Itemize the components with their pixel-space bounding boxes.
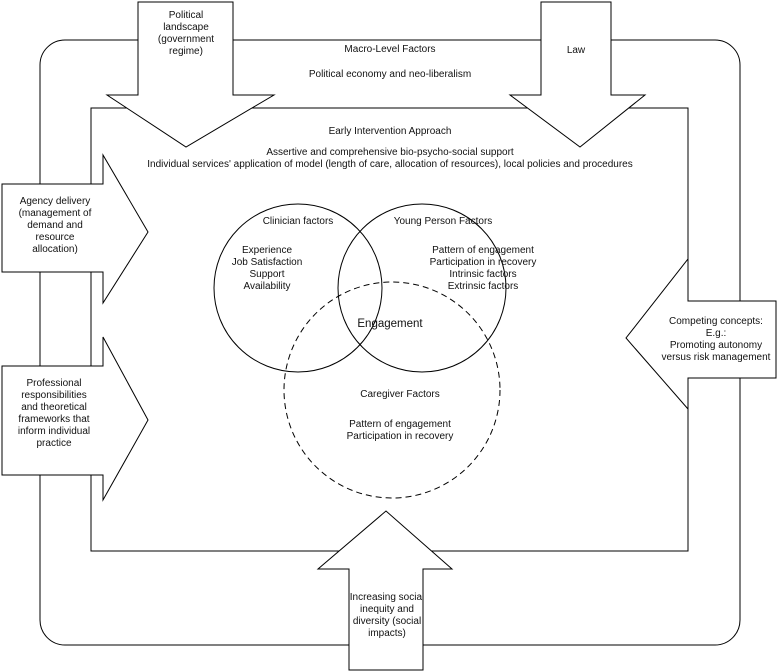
competing-concepts-label: Competing concepts:E.g.:Promoting autono… [661, 316, 771, 363]
circle-caregiver-factors [283, 281, 501, 499]
arrow-law [508, 1, 647, 148]
arrow-political-landscape [105, 1, 276, 148]
arrow-agency-delivery [1, 153, 149, 305]
clinician-factors-title: Clinician factors [262, 216, 334, 227]
caregiver-factors-title: Caregiver Factors [360, 389, 440, 400]
young-person-factors-title: Young Person Factors [393, 216, 493, 227]
circle-clinician-factors [213, 203, 383, 373]
circle-young-person-factors [337, 203, 507, 373]
early-intervention-title: Early Intervention Approach [328, 126, 452, 137]
arrow-social-inequity [316, 510, 454, 671]
arrow-competing-concepts [625, 257, 777, 411]
arrow-professional-responsibilities [1, 336, 149, 502]
macro-level-subtitle: Political economy and neo-liberalism [308, 69, 472, 80]
engagement-label: Engagement [357, 318, 423, 330]
early-intervention-frame [90, 107, 689, 552]
law-label: Law [566, 45, 586, 56]
early-intervention-line2: Individual services' application of mode… [147, 159, 633, 170]
early-intervention-line1: Assertive and comprehensive bio-psycho-s… [266, 147, 514, 158]
macro-level-title: Macro-Level Factors [344, 44, 436, 55]
